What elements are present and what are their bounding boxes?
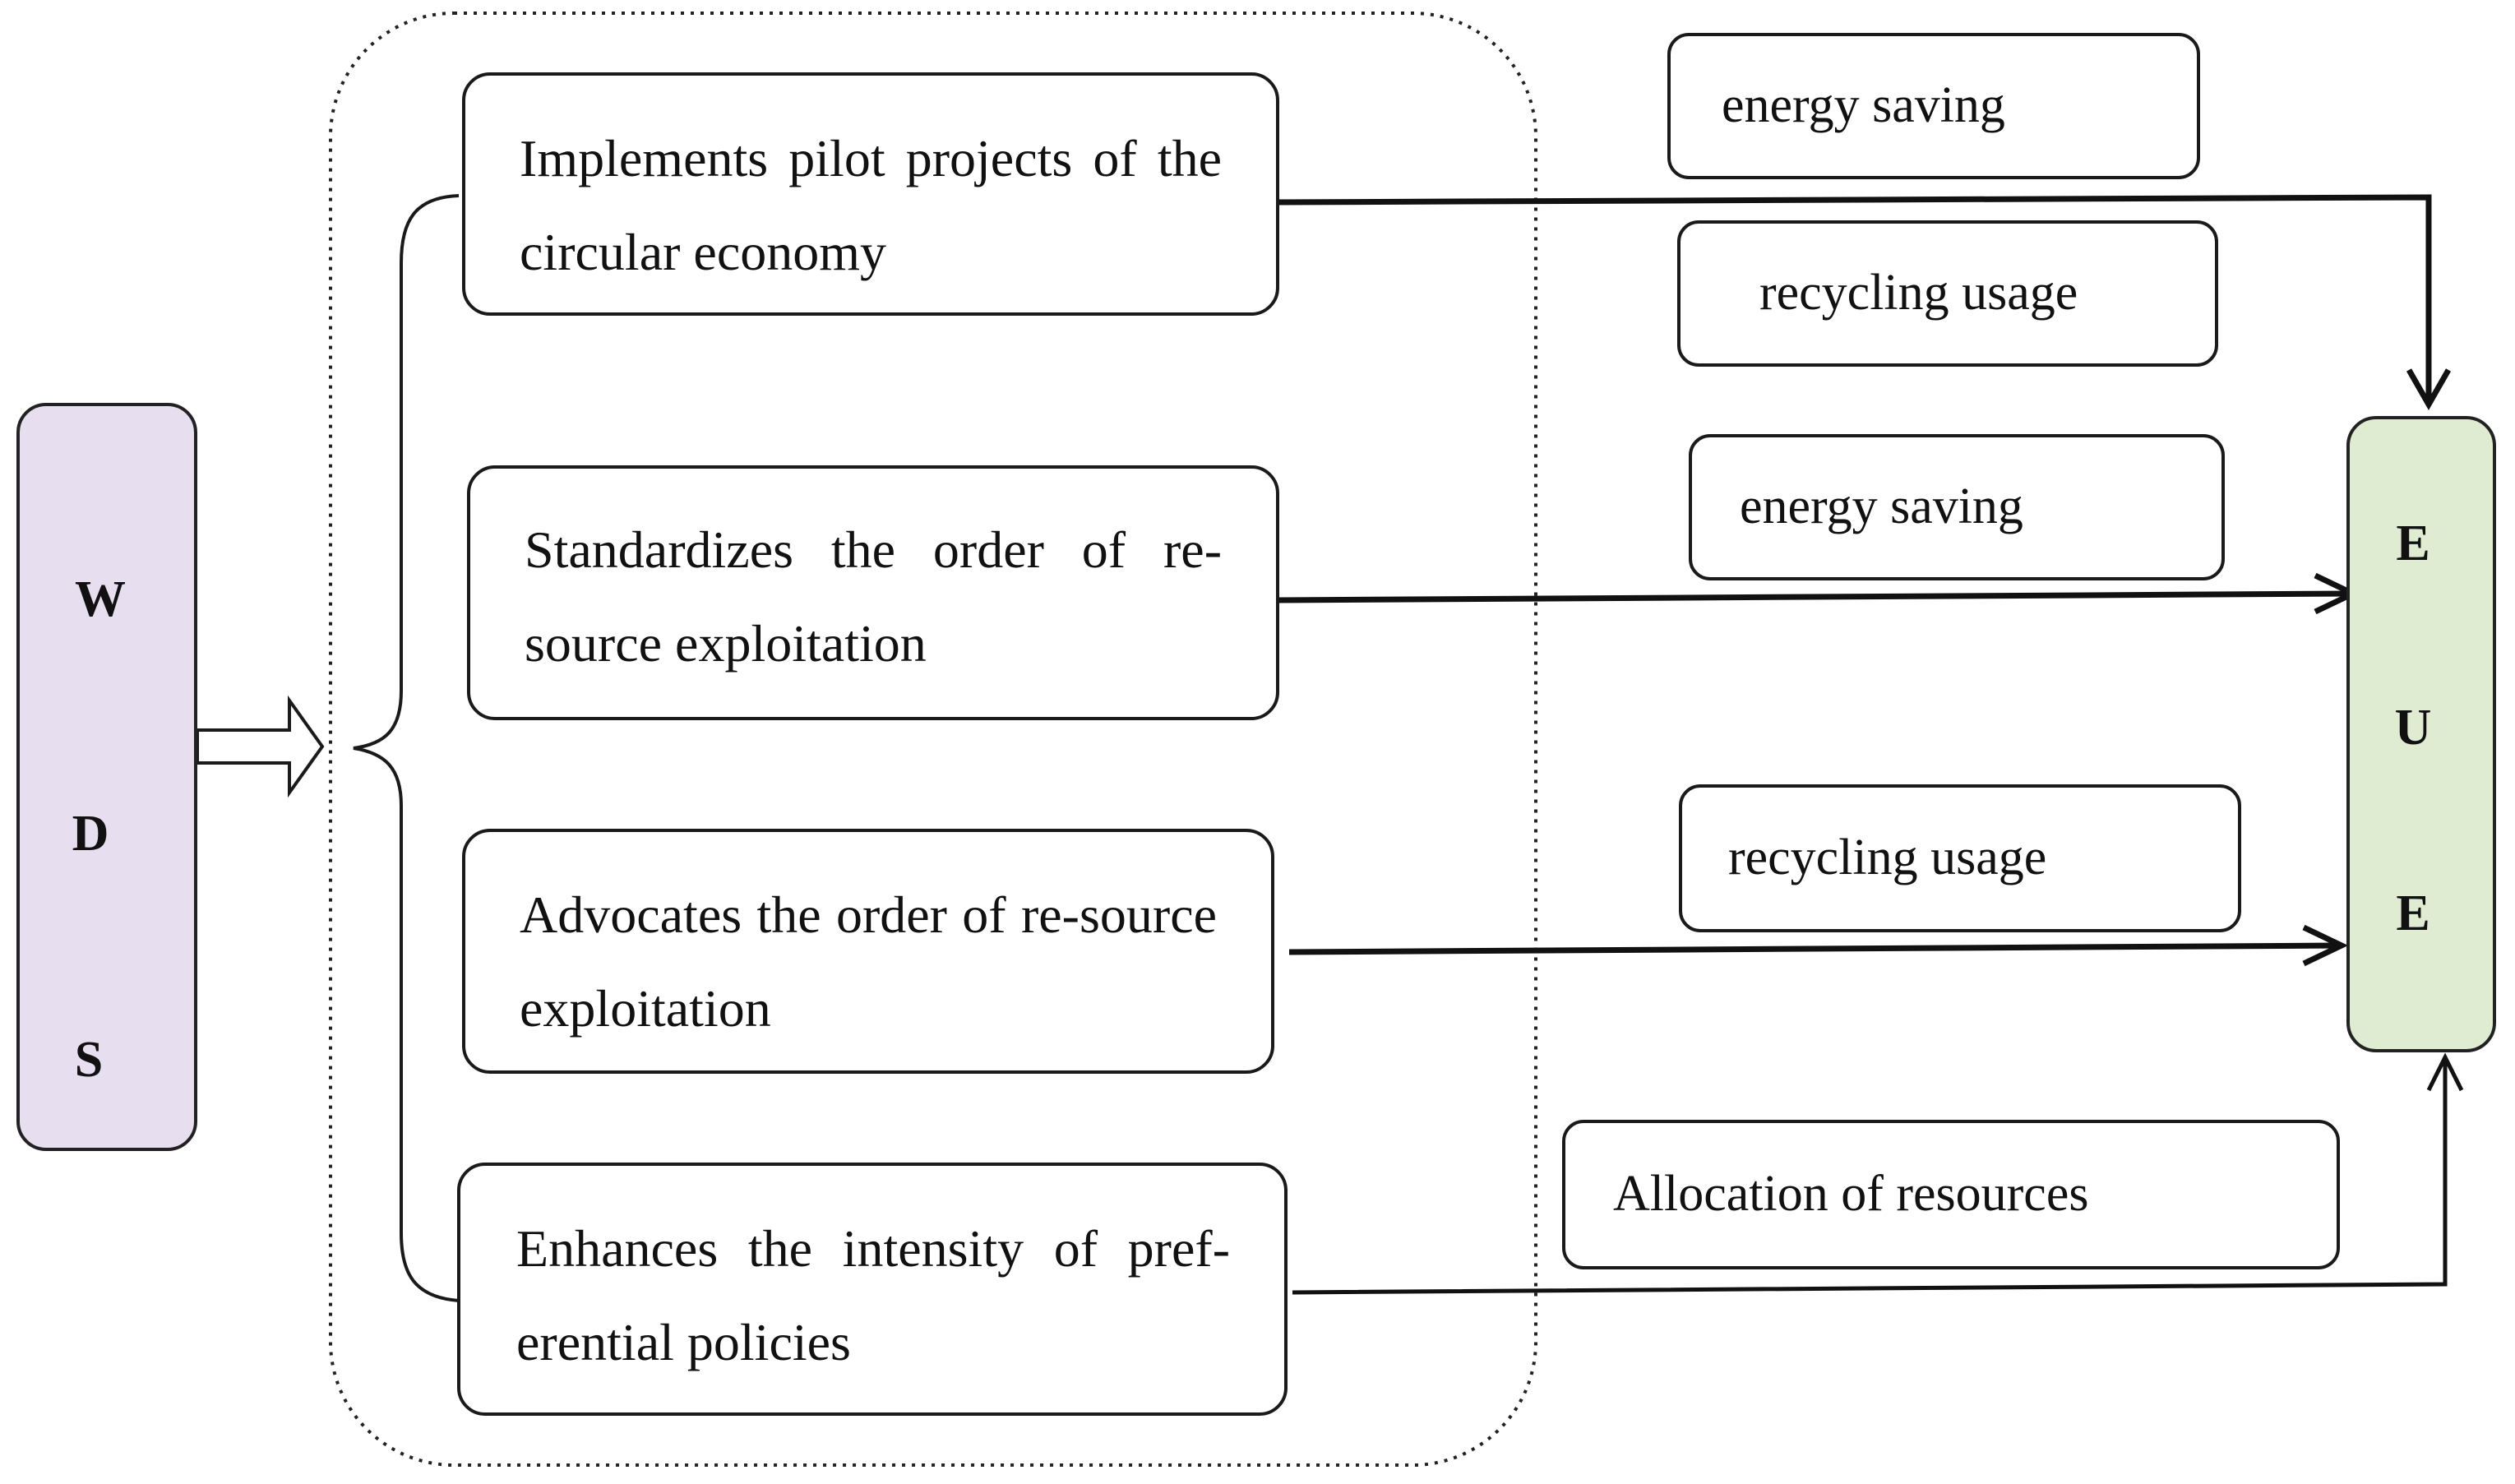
mechanism-preferential-policies: Enhances the intensity of pref-erential … xyxy=(457,1163,1288,1416)
wds-block: W D S xyxy=(16,403,197,1151)
arrow-mechanism-3 xyxy=(1288,942,2341,955)
wds-letter-s: S xyxy=(74,1032,104,1088)
path-energy-saving-1: energy saving xyxy=(1667,33,2200,179)
mechanism-label: Enhances the intensity of pref-erential … xyxy=(516,1219,1230,1371)
arrow-mechanism-4 xyxy=(1292,1061,2448,1295)
curly-brace xyxy=(353,194,460,1302)
eue-block: E U E xyxy=(2346,416,2496,1052)
path-label-text: Allocation of resources xyxy=(1613,1165,2089,1222)
mechanism-label: Advocates the order of re-source exploit… xyxy=(520,885,1217,1038)
hollow-arrow xyxy=(196,695,325,798)
path-label-text: recycling usage xyxy=(1728,829,2047,885)
path-energy-saving-2: energy saving xyxy=(1689,434,2225,580)
path-recycling-usage-2: recycling usage xyxy=(1679,784,2241,932)
path-label-text: recycling usage xyxy=(1759,264,2078,321)
path-label-text: energy saving xyxy=(1722,76,2005,133)
arrowhead-mechanism-1 xyxy=(2406,368,2452,411)
arrow-mechanism-1 xyxy=(1275,194,2432,403)
eue-letter-u: U xyxy=(2394,700,2432,756)
mechanism-advocates: Advocates the order of re-source exploit… xyxy=(462,829,1274,1074)
mechanism-standardizes: Standardizes the order of re-source expl… xyxy=(467,465,1279,720)
mechanism-label: Standardizes the order of re-source expl… xyxy=(525,520,1222,673)
arrowhead-mechanism-3 xyxy=(2302,924,2349,967)
mechanism-label: Implements pilot projects of the circula… xyxy=(520,129,1222,281)
path-allocation-of-resources: Allocation of resources xyxy=(1562,1120,2340,1269)
path-recycling-usage-1: recycling usage xyxy=(1677,220,2218,367)
eue-letter-e-bottom: E xyxy=(2396,885,2430,941)
eue-letter-e-top: E xyxy=(2396,515,2430,571)
mechanism-pilot-projects: Implements pilot projects of the circula… xyxy=(462,72,1279,316)
wds-letter-d: D xyxy=(72,806,109,862)
wds-letter-w: W xyxy=(75,571,126,627)
mechanism-group-frame xyxy=(329,12,1537,1467)
path-label-text: energy saving xyxy=(1740,478,2023,534)
arrow-mechanism-2 xyxy=(1278,590,2352,603)
arrowhead-mechanism-4 xyxy=(2426,1052,2464,1092)
